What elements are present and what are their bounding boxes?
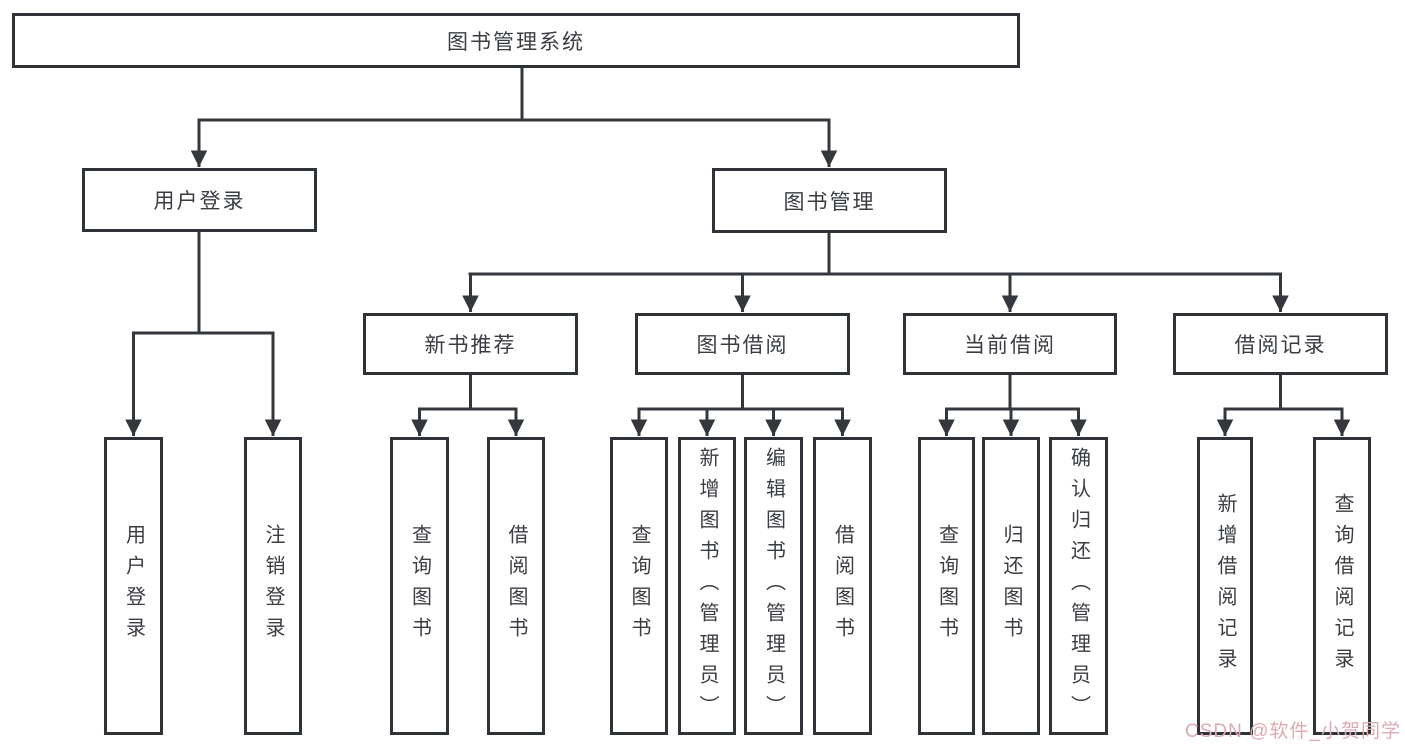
leaf-label: 查询图书 [408, 524, 431, 648]
leaf-label: 归还图书 [1000, 524, 1022, 648]
leaf-label: 借阅图书 [505, 524, 527, 648]
connector-arrows [125, 120, 1351, 436]
node-book-management: 图书管理 [712, 168, 947, 233]
leaf-current-confirm-return-admin: 确认归还（管理员） [1049, 437, 1108, 735]
node-book-borrow: 图书借阅 [635, 313, 850, 375]
leaf-label: 确认归还（管理员） [1067, 446, 1090, 726]
leaf-borrow-add-books-admin: 新增图书（管理员） [678, 437, 736, 735]
leaf-records-query-record: 查询借阅记录 [1313, 437, 1371, 735]
leaf-label: 编辑图书（管理员） [762, 446, 785, 726]
leaf-label: 查询借阅记录 [1331, 493, 1353, 679]
leaf-label: 用户登录 [122, 524, 145, 648]
leaf-label: 新增图书（管理员） [696, 446, 718, 726]
leaf-newbook-borrow-books: 借阅图书 [487, 437, 545, 735]
node-user-login: 用户登录 [82, 168, 317, 232]
leaf-borrow-borrow-books: 借阅图书 [813, 437, 872, 735]
leaf-current-return-books: 归还图书 [982, 437, 1040, 735]
node-borrow-records: 借阅记录 [1173, 313, 1388, 375]
leaf-label: 查询图书 [935, 524, 958, 648]
node-new-book-recommend: 新书推荐 [363, 313, 578, 375]
leaf-records-add-record: 新增借阅记录 [1197, 437, 1253, 735]
leaf-user-login: 用户登录 [104, 437, 163, 735]
leaf-borrow-edit-books-admin: 编辑图书（管理员） [744, 437, 803, 735]
leaf-label: 新增借阅记录 [1214, 493, 1236, 679]
csdn-watermark: CSDN @软件_小贺同学 [1185, 721, 1401, 742]
leaf-label: 借阅图书 [831, 524, 854, 648]
node-current-borrow: 当前借阅 [903, 313, 1117, 375]
leaf-label: 注销登录 [262, 524, 284, 648]
leaf-current-query-books: 查询图书 [918, 437, 975, 735]
leaf-label: 查询图书 [628, 524, 650, 648]
leaf-newbook-query-books: 查询图书 [390, 437, 449, 735]
leaf-logout: 注销登录 [244, 437, 302, 735]
node-root-system: 图书管理系统 [12, 13, 1020, 68]
leaf-borrow-query-books: 查询图书 [610, 437, 668, 735]
